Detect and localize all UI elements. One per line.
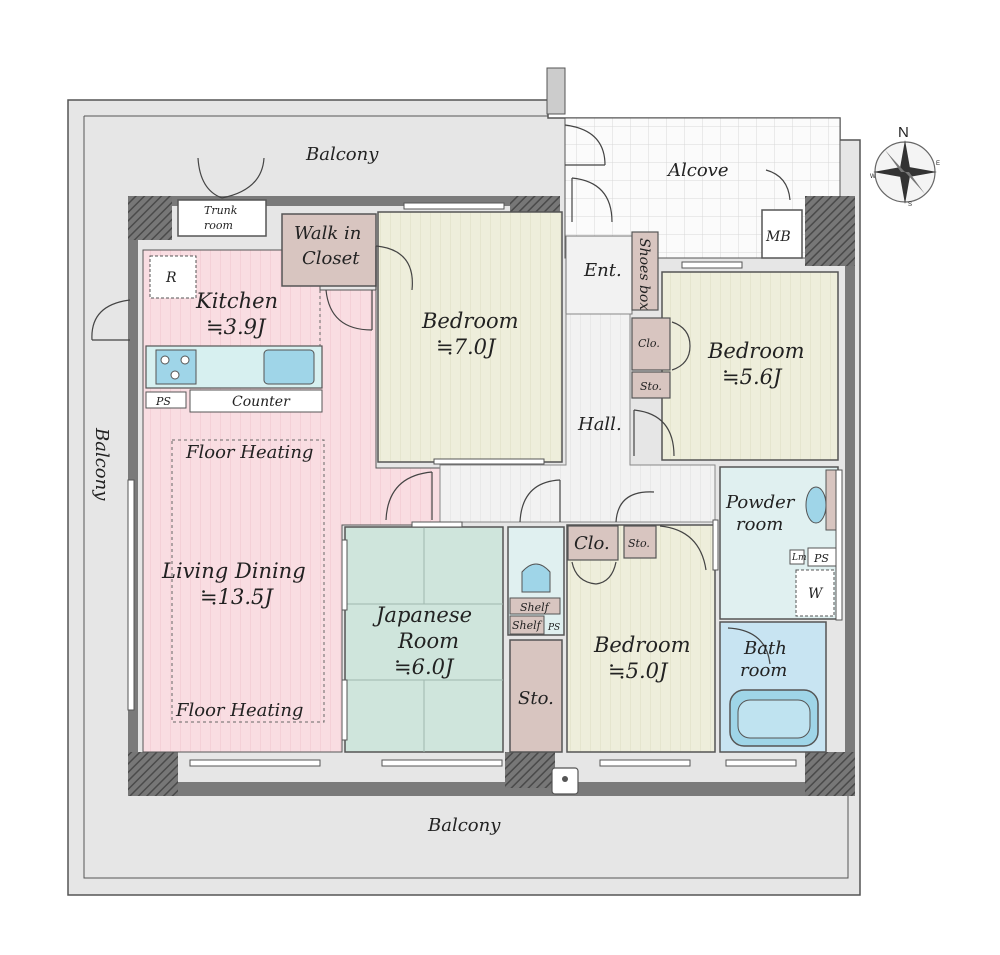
floor-heating-bottom-label: Floor Heating	[175, 700, 303, 721]
kitchen-size: ≒3.9J	[206, 315, 267, 339]
compass-south-label: S	[908, 202, 912, 208]
compass-east-label: E	[936, 161, 940, 167]
alcove-label: Alcove	[666, 160, 729, 181]
japanese-room-size: ≒6.0J	[394, 655, 455, 679]
floor-heating-zone	[171, 439, 325, 723]
washbasin	[805, 486, 827, 524]
compass-west-label: W	[870, 174, 876, 180]
japanese-room-name-1: Japanese	[372, 603, 472, 627]
walls	[128, 196, 855, 796]
toilet-shelf-1	[509, 597, 561, 615]
walk-in-closet-label-2: Closet	[302, 248, 360, 269]
washer-label: W	[808, 586, 824, 602]
toilet-shelf-2	[509, 615, 545, 635]
bedroom-east-closet	[631, 317, 671, 371]
trunk-room	[177, 199, 267, 237]
walk-in-closet	[281, 213, 377, 287]
bedroom-east-floor	[661, 271, 839, 461]
trunk-room-label-2: room	[204, 219, 233, 232]
entrance-floor	[565, 235, 633, 315]
bedroom-south-closet	[567, 525, 619, 561]
toilet-shelf-label-1: Shelf	[520, 601, 551, 614]
living-dining-name: Living Dining	[161, 559, 306, 583]
fridge-space	[149, 255, 197, 299]
shoes-box-label: Shoes box	[636, 238, 652, 310]
entrance-label: Ent.	[583, 260, 622, 281]
bedroom-south-closet-label: Clo.	[574, 533, 610, 554]
duct-pipe	[546, 67, 566, 115]
bedroom-south-name: Bedroom	[593, 633, 691, 657]
bath-room-label-1: Bath	[743, 638, 787, 659]
powder-room-label-1: Powder	[725, 492, 796, 513]
counter-extension	[189, 389, 323, 413]
bedroom-east-name: Bedroom	[707, 339, 805, 363]
kitchen-sink	[263, 349, 315, 385]
hall-label: Hall.	[577, 414, 622, 435]
powder-room-storage	[825, 469, 837, 531]
toilet-shelf-label-2: Shelf	[512, 619, 543, 632]
bedroom-north-size: ≒7.0J	[436, 335, 497, 359]
japanese-room-name-2: Room	[397, 629, 459, 653]
compass-north-label: N	[898, 124, 909, 141]
compass-rose-icon	[873, 140, 937, 204]
living-dining-size: ≒13.5J	[200, 585, 274, 609]
bedroom-south-size: ≒5.0J	[608, 659, 669, 683]
bedroom-east-storage-label: Sto.	[640, 380, 662, 393]
bedroom-north-name: Bedroom	[421, 309, 519, 333]
lm-label: Lm	[791, 553, 807, 563]
bedroom-south-floor	[566, 524, 716, 753]
balcony-bottom-label: Balcony	[427, 815, 501, 836]
floor-heating-top-label: Floor Heating	[185, 442, 313, 463]
powder-ps-label: PS	[813, 552, 829, 565]
mb-label: MB	[765, 229, 791, 245]
storage-japanese	[509, 639, 563, 753]
trunk-room-label-1: Trunk	[204, 204, 238, 217]
bedroom-south-storage-label: Sto.	[628, 537, 650, 550]
kitchen-ps-label: PS	[155, 395, 171, 408]
washer-space	[795, 569, 835, 617]
bedroom-south-storage	[623, 525, 657, 559]
tatami-lines	[345, 527, 503, 752]
bedroom-east-storage	[631, 371, 671, 399]
kitchen-ps	[145, 391, 187, 409]
toilet-bowl	[521, 563, 551, 593]
bedroom-east-closet-label: Clo.	[638, 337, 660, 350]
bedroom-north-floor	[377, 211, 563, 463]
windows	[127, 202, 843, 767]
bath-room-label-2: room	[740, 660, 787, 681]
powder-room-label-2: room	[736, 514, 783, 535]
kitchen-counter-label: Counter	[232, 394, 291, 410]
shoes-box	[631, 231, 659, 311]
balcony-left-label: Balcony	[91, 427, 112, 501]
walk-in-closet-label-1: Walk in	[294, 223, 361, 244]
kitchen-name: Kitchen	[195, 289, 278, 313]
storage-japanese-label: Sto.	[518, 688, 554, 709]
bedroom-east-size: ≒5.6J	[722, 365, 783, 389]
meter-box	[761, 209, 803, 259]
stove	[155, 349, 197, 385]
doors	[91, 124, 791, 665]
toilet-ps-label: PS	[547, 623, 560, 633]
kitchen-fridge-label: R	[165, 270, 177, 286]
balcony-top-label: Balcony	[305, 144, 379, 165]
